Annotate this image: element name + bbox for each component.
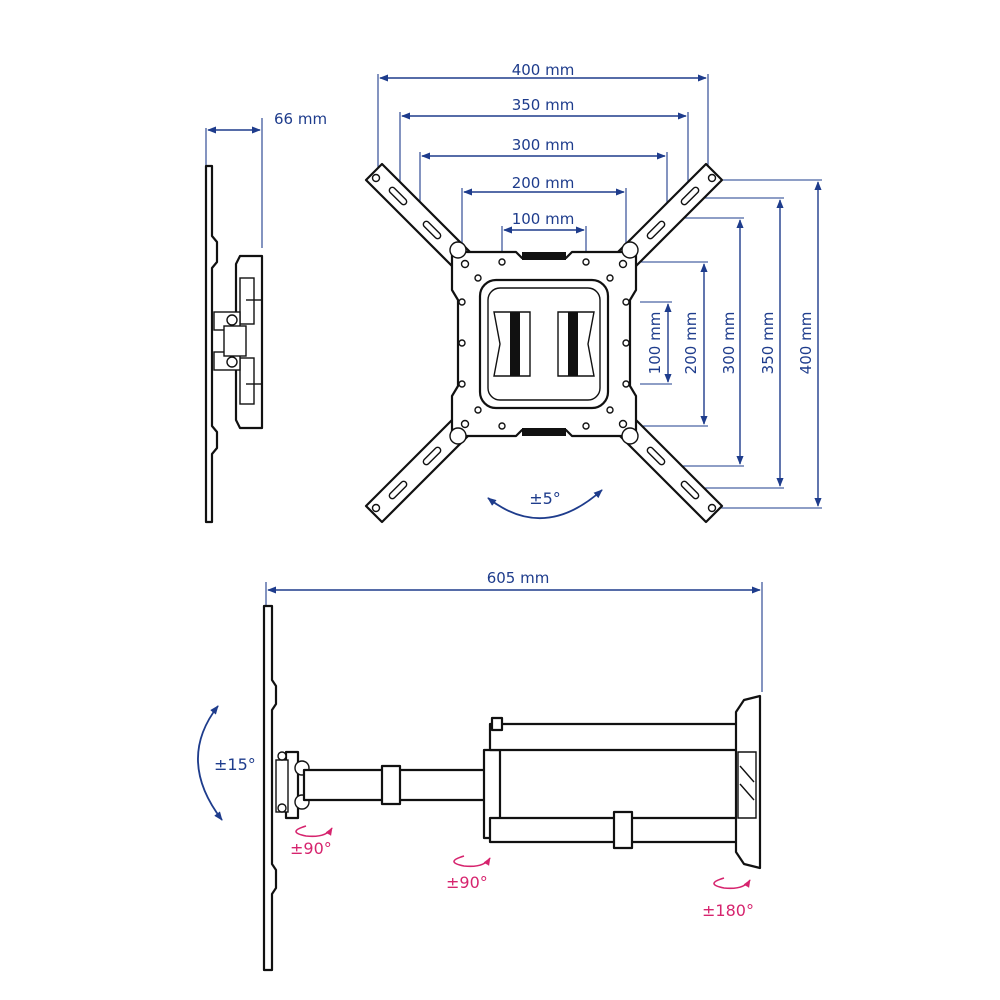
side-pivot-bolt-upper <box>226 314 238 326</box>
front-view: 400 mm 350 mm 300 mm 200 mm 100 mm 100 m… <box>364 61 822 524</box>
top-long-arm-clip <box>612 810 634 850</box>
front-dim-label-v400: 400 mm <box>797 312 815 375</box>
side-bracket-lower-block <box>239 357 255 405</box>
top-view: 605 mm ±15° ±90° ±90° ±180° <box>197 569 763 972</box>
top-swivel-label-elbow: ±90° <box>446 873 488 892</box>
top-swivel-label-wall: ±180° <box>702 901 754 920</box>
front-corner-pad-tr <box>621 241 639 259</box>
top-tv-plate <box>262 604 278 972</box>
front-dim-label-200: 200 mm <box>512 174 575 192</box>
front-tilt-arrow <box>487 489 603 519</box>
front-dim-label-v350: 350 mm <box>759 312 777 375</box>
top-tilt-label: ±15° <box>214 755 256 774</box>
top-swivel-label-head: ±90° <box>290 839 332 858</box>
side-bracket-upper-block <box>239 277 255 325</box>
side-pivot-bolt-lower <box>226 356 238 368</box>
front-dim-label-v100: 100 mm <box>646 312 664 375</box>
front-corner-pad-tl <box>449 241 467 259</box>
top-tilt-arrow <box>197 705 223 821</box>
top-head-pin-upper <box>277 751 287 761</box>
top-extension-label: 605 mm <box>487 569 550 587</box>
front-plate-top-notch <box>522 252 566 260</box>
front-corner-pad-br <box>621 427 639 445</box>
front-plate-bottom-notch <box>522 428 566 436</box>
top-wall-bracket-hatch <box>739 765 755 801</box>
front-dim-label-v200: 200 mm <box>682 312 700 375</box>
top-swivel-arrow-head <box>295 825 333 838</box>
front-inner-bracket-right-core <box>568 312 578 376</box>
top-swivel-arrow-wall <box>713 877 751 890</box>
front-dim-label-350: 350 mm <box>512 96 575 114</box>
front-dim-label-100: 100 mm <box>512 210 575 228</box>
top-long-arm-upper <box>488 722 758 752</box>
side-pivot-block <box>223 325 247 357</box>
top-short-arm-clip <box>380 764 402 806</box>
top-swivel-arrow-elbow <box>453 855 491 868</box>
front-corner-pad-bl <box>449 427 467 445</box>
side-view: 66 mm <box>204 110 327 524</box>
front-arm-bottom-right <box>612 412 724 524</box>
front-inner-bracket-left-core <box>510 312 520 376</box>
front-dim-label-300: 300 mm <box>512 136 575 154</box>
side-tv-plate <box>204 164 219 524</box>
front-plate-holes <box>458 258 630 430</box>
top-upper-arm-cap <box>490 716 504 732</box>
top-head-pin-lower <box>277 803 287 813</box>
front-dim-label-400: 400 mm <box>512 61 575 79</box>
front-tilt-label: ±5° <box>529 489 561 508</box>
front-dim-label-v300: 300 mm <box>720 312 738 375</box>
side-depth-label: 66 mm <box>274 110 327 128</box>
